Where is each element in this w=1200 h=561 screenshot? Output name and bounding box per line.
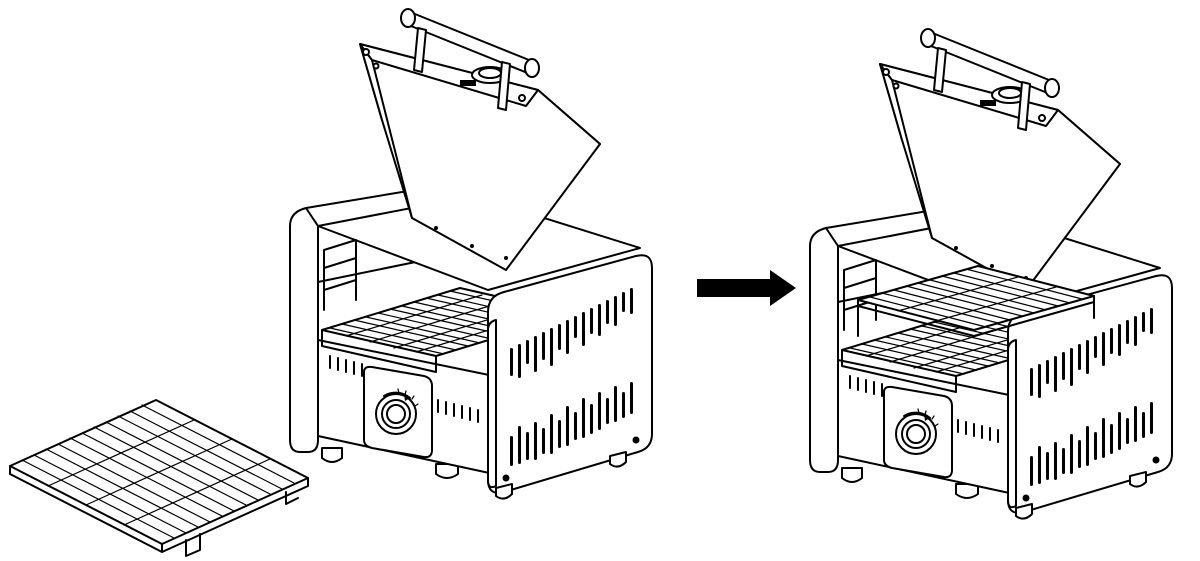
- step-after-group: [809, 28, 1173, 520]
- warming-rack-loose: [9, 399, 309, 557]
- step-arrow: [697, 270, 796, 306]
- grill-before: [289, 8, 653, 500]
- step-before-group: [9, 8, 653, 557]
- rack-support-lines: [857, 295, 1095, 337]
